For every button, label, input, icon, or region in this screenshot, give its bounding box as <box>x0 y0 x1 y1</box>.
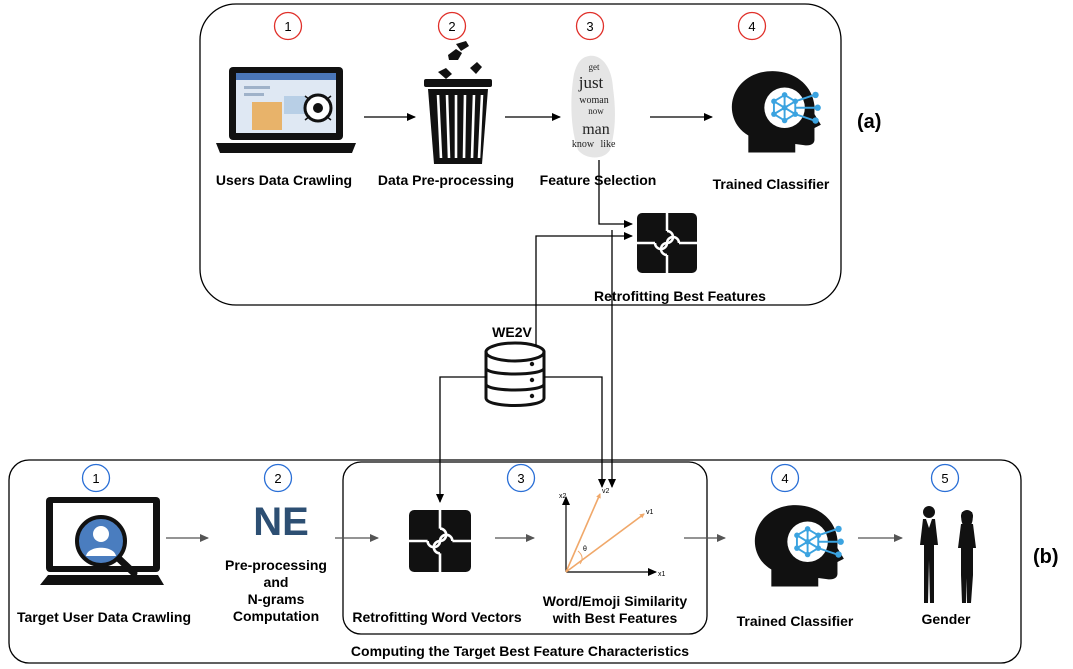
step-number-a-2: 2 <box>437 11 467 41</box>
trash-bin-icon <box>424 41 492 164</box>
svg-text:3: 3 <box>517 471 524 486</box>
step-label-b-2-line-2: and <box>264 574 289 590</box>
svg-text:woman: woman <box>579 95 608 106</box>
ai-head-icon <box>730 70 822 154</box>
svg-text:2: 2 <box>274 471 281 486</box>
step-label-a-1: Users Data Crawling <box>216 172 352 188</box>
step-number-a-4: 4 <box>737 11 767 41</box>
step-number-b-1: 1 <box>81 463 111 493</box>
svg-text:just: just <box>578 73 604 92</box>
step-number-b-5: 5 <box>930 463 960 493</box>
vector-plot-icon: x2 x1 v2 v1 θ <box>559 488 666 578</box>
svg-text:v2: v2 <box>602 488 610 495</box>
database-icon <box>484 341 546 407</box>
svg-text:4: 4 <box>781 471 788 486</box>
part-a-frame <box>199 3 842 306</box>
puzzle-icon <box>409 510 471 572</box>
arrow-we2v-to-word-vectors <box>436 376 486 503</box>
svg-text:4: 4 <box>748 19 755 34</box>
svg-text:1: 1 <box>284 19 291 34</box>
step-label-a-4: Trained Classifier <box>713 176 830 192</box>
svg-text:5: 5 <box>941 471 948 486</box>
arrow-we2v-to-retrofit <box>535 232 633 346</box>
svg-text:3: 3 <box>586 19 593 34</box>
svg-text:NE: NE <box>253 500 309 544</box>
step-label-b-3: Retrofitting Word Vectors <box>352 609 522 625</box>
word-cloud-icon: get just woman now man know like <box>571 55 617 158</box>
svg-text:x2: x2 <box>559 493 567 500</box>
we2v-label: WE2V <box>492 324 532 340</box>
step-number-a-1: 1 <box>273 11 303 41</box>
inner-box-label: Computing the Target Best Feature Charac… <box>351 643 689 659</box>
svg-text:θ: θ <box>583 546 587 553</box>
svg-text:1: 1 <box>92 471 99 486</box>
laptop-crawl-icon <box>216 67 356 153</box>
svg-text:2: 2 <box>448 19 455 34</box>
retrofit-best-features-label: Retrofitting Best Features <box>594 288 766 304</box>
step-label-b-2-line-4: Computation <box>233 608 319 624</box>
svg-text:man: man <box>582 121 610 138</box>
svg-text:v1: v1 <box>646 509 654 516</box>
step-label-b-2-line-3: N-grams <box>248 591 305 607</box>
step-label-b-4: Trained Classifier <box>737 613 854 629</box>
svg-text:now: now <box>588 106 604 116</box>
arrow-feature-to-retrofit <box>598 160 633 228</box>
step-label-b-1: Target User Data Crawling <box>17 609 191 625</box>
step-label-a-2: Data Pre-processing <box>378 172 514 188</box>
svg-text:like: like <box>601 139 617 150</box>
step-label-b-5: Gender <box>921 611 971 627</box>
part-b-frame <box>8 459 1022 664</box>
part-b-tag: (b) <box>1033 546 1059 568</box>
step-label-b-2-line-1: Pre-processing <box>225 557 327 573</box>
part-a-tag: (a) <box>857 111 881 133</box>
step-label-b-sim-line-2: with Best Features <box>552 610 678 626</box>
inner-compute-box <box>342 461 708 635</box>
puzzle-icon <box>637 213 697 273</box>
ai-head-icon <box>753 504 845 588</box>
ne-logo-icon: NE <box>253 500 309 544</box>
people-icon <box>920 506 976 603</box>
svg-text:x1: x1 <box>658 571 666 578</box>
svg-text:get: get <box>589 62 600 72</box>
step-label-b-sim-line-1: Word/Emoji Similarity <box>543 593 688 609</box>
step-number-b-2: 2 <box>263 463 293 493</box>
step-number-a-3: 3 <box>575 11 605 41</box>
arrow-we2v-to-similarity <box>544 376 606 488</box>
laptop-user-search-icon <box>40 497 164 585</box>
step-number-b-4: 4 <box>770 463 800 493</box>
step-number-b-3: 3 <box>506 463 536 493</box>
svg-text:know: know <box>572 139 595 150</box>
step-label-a-3: Feature Selection <box>540 172 657 188</box>
